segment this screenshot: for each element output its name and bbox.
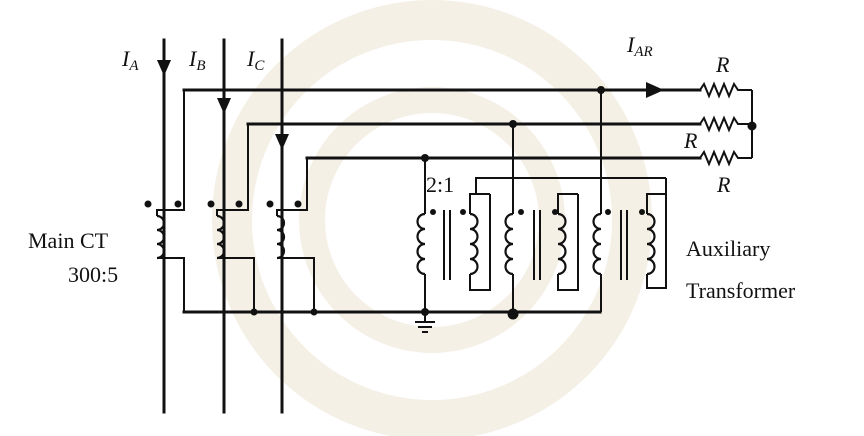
- watermark: [212, 0, 652, 436]
- label-ic: IC: [246, 46, 265, 74]
- label-main-ct: Main CT: [28, 228, 109, 253]
- aux-transformer-1: [416, 154, 491, 312]
- main-ct-a-secondary: [144, 90, 185, 312]
- resistor-mid: [699, 115, 752, 133]
- label-ct-ratio: 300:5: [68, 262, 118, 287]
- main-ct-c-secondary: [266, 158, 315, 312]
- label-r-mid: R: [683, 128, 698, 153]
- label-iar: IAR: [626, 32, 653, 60]
- label-ia: IA: [121, 46, 139, 74]
- aux-delta-wire: [475, 177, 666, 194]
- phase-wire-a: [182, 82, 702, 98]
- label-aux-ratio: 2:1: [426, 172, 454, 197]
- main-ct-b-secondary: [207, 124, 255, 312]
- label-transformer: Transformer: [686, 278, 796, 303]
- label-r-bot: R: [716, 172, 731, 197]
- line-conductor-c: [275, 38, 289, 414]
- label-auxiliary: Auxiliary: [686, 236, 770, 261]
- aux-transformer-2: [504, 120, 579, 312]
- ground-symbol: [415, 312, 435, 333]
- label-ib: IB: [188, 46, 206, 74]
- aux-transformer-3: [592, 86, 667, 312]
- label-r-top: R: [715, 52, 730, 77]
- resistor-bot: [699, 149, 752, 167]
- star-point-dot: [747, 121, 757, 131]
- resistor-top: [699, 81, 752, 99]
